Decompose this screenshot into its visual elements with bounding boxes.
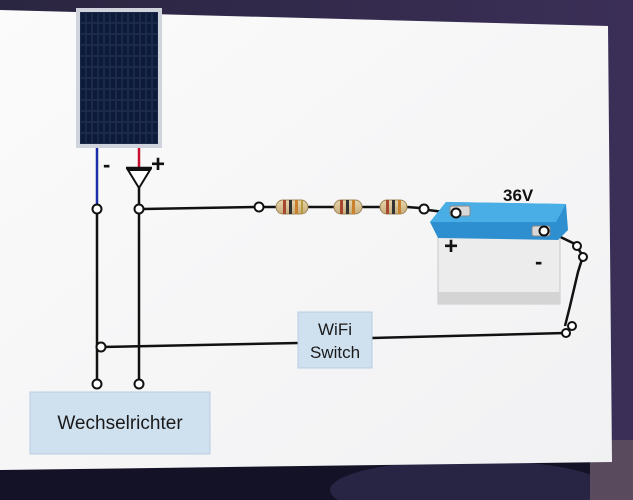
solar-panel <box>76 8 162 148</box>
terminal <box>418 203 430 215</box>
terminal <box>538 225 550 237</box>
inverter-box: Wechselrichter <box>29 391 211 455</box>
terminal <box>133 203 145 215</box>
terminals <box>91 201 588 390</box>
resistor-3 <box>379 199 408 215</box>
resistor-2 <box>333 199 363 215</box>
terminal <box>578 252 588 262</box>
terminal <box>450 207 462 219</box>
wifi-switch-label-line2: Switch <box>310 343 360 362</box>
terminal <box>561 328 571 338</box>
terminal <box>133 378 145 390</box>
terminal <box>91 378 103 390</box>
battery-plus-label: + <box>444 233 458 260</box>
wiring <box>95 205 585 381</box>
terminal <box>567 321 577 331</box>
panel-minus-label: - <box>103 152 110 177</box>
diode-symbol <box>126 166 152 208</box>
terminal <box>91 203 103 215</box>
terminal <box>572 241 582 251</box>
wifi-switch-label-line1: WiFi <box>318 320 352 339</box>
wifi-switch: WiFi Switch <box>297 311 373 369</box>
battery <box>430 202 568 305</box>
panel-plus-label: + <box>151 151 165 178</box>
terminal <box>253 201 265 213</box>
inverter-label: Wechselrichter <box>57 413 183 434</box>
battery-minus-label: - <box>535 249 542 274</box>
battery-voltage-label: 36V <box>503 186 534 205</box>
resistor-1 <box>275 199 309 215</box>
terminal <box>95 341 107 353</box>
